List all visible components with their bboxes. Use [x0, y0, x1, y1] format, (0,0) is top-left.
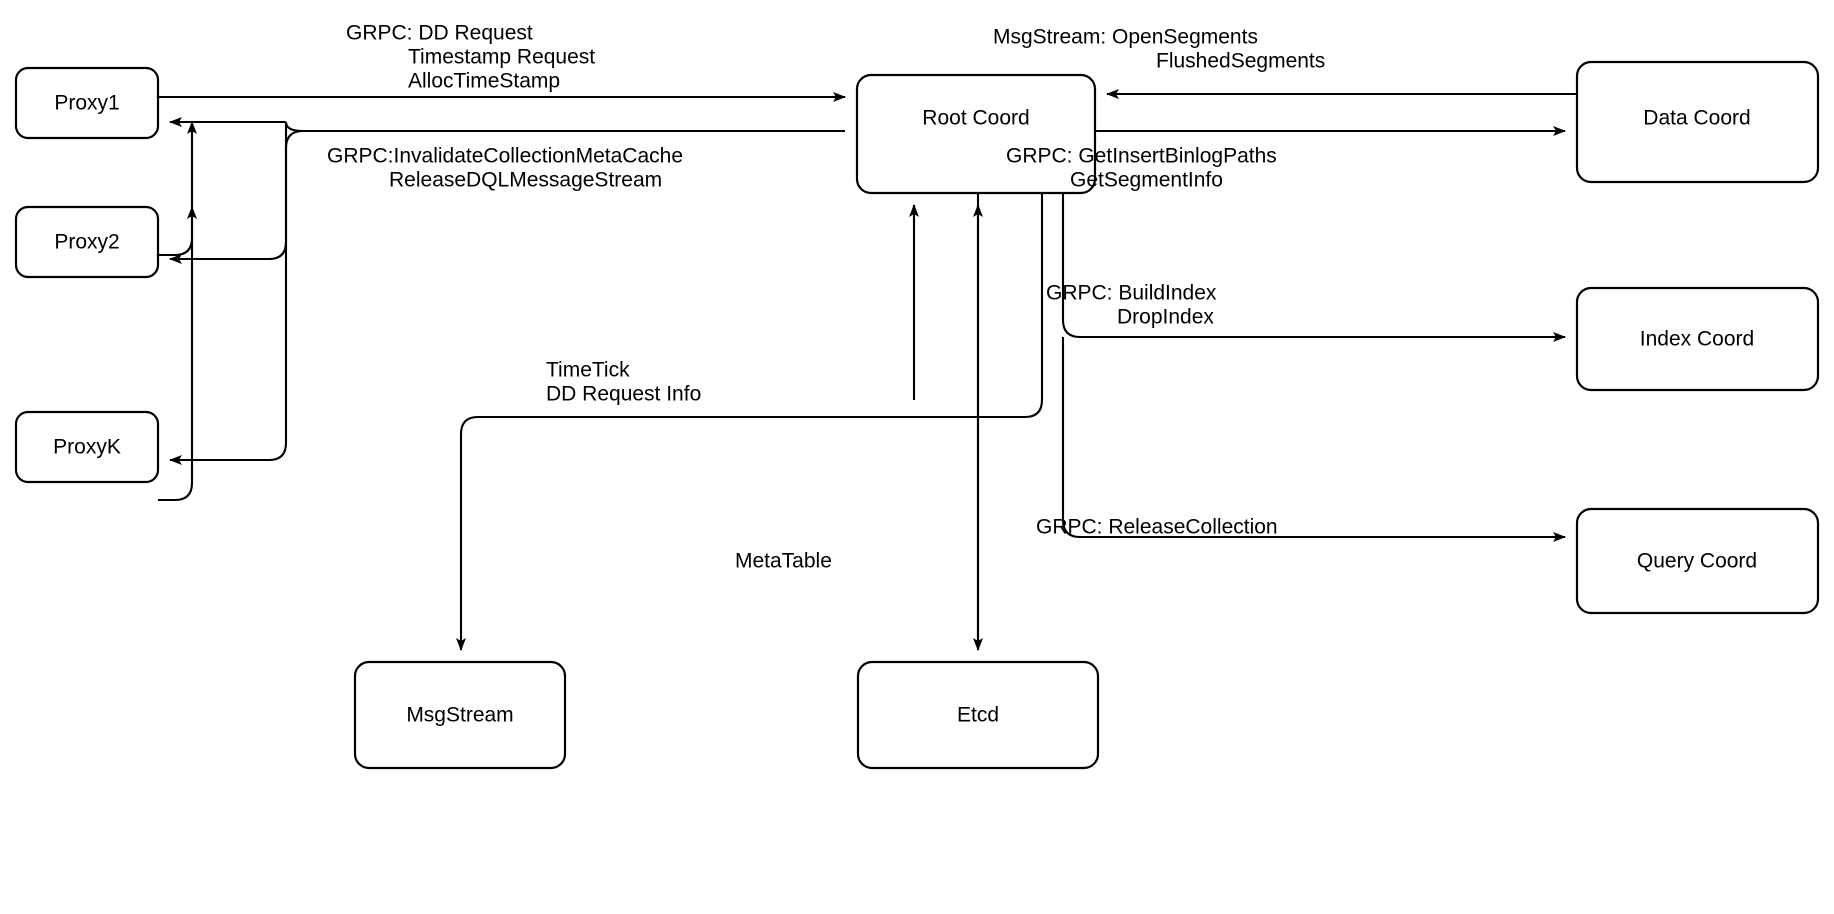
node-indexcoord-label: Index Coord: [1640, 328, 1754, 351]
edge-label-line: DD Request Info: [546, 383, 701, 406]
node-etcd-rect[interactable]: [856, 660, 1100, 770]
edge-label-line: FlushedSegments: [1156, 50, 1325, 73]
node-proxy2-label: Proxy2: [54, 231, 119, 254]
edge-label-root-etcd: MetaTable: [735, 550, 832, 573]
edge-rootcoord-left-trunk: [284, 129, 845, 259]
edge-rootcoord-to-proxy2: [169, 122, 288, 264]
edge-label-line: MsgStream: OpenSegments: [993, 26, 1258, 49]
node-rootcoord-rect[interactable]: [855, 73, 1097, 195]
node-proxy2[interactable]: Proxy2: [14, 205, 160, 279]
edges-layer: [158, 89, 1577, 651]
node-proxy1-rect[interactable]: [14, 66, 160, 140]
edge-rootcoord-to-msgstream: [456, 193, 1044, 651]
node-proxy1[interactable]: Proxy1: [14, 66, 160, 140]
edge-label-root-to-msgstream: TimeTick DD Request Info: [546, 359, 701, 406]
node-proxyk-rect[interactable]: [14, 410, 160, 484]
edge-label-line: MetaTable: [735, 550, 832, 573]
edge-label-line: GRPC: BuildIndex: [1046, 282, 1217, 305]
edge-proxy2-to-rootcoord: [158, 121, 197, 257]
edge-label-line: GRPC:InvalidateCollectionMetaCache: [327, 145, 683, 168]
node-msgstream-label: MsgStream: [406, 704, 513, 727]
node-querycoord-rect[interactable]: [1575, 507, 1820, 615]
node-proxyk-label: ProxyK: [53, 436, 121, 459]
edge-label-root-to-proxy: GRPC:InvalidateCollectionMetaCache Relea…: [327, 145, 683, 192]
edge-labels-layer: GRPC: DD Request Timestamp Request Alloc…: [327, 22, 1325, 573]
edge-label-line: GRPC: ReleaseCollection: [1036, 516, 1278, 539]
edge-label-line: GetSegmentInfo: [1070, 169, 1223, 192]
edge-label-root-to-indexcoord: GRPC: BuildIndex DropIndex: [1046, 282, 1217, 329]
edge-label-proxy-to-root: GRPC: DD Request Timestamp Request Alloc…: [346, 22, 595, 93]
node-datacoord[interactable]: Data Coord: [1575, 60, 1820, 184]
edge-label-root-to-querycoord: GRPC: ReleaseCollection: [1036, 516, 1278, 539]
node-msgstream-rect[interactable]: [353, 660, 567, 770]
edge-label-line: AllocTimeStamp: [408, 70, 560, 93]
node-proxyk[interactable]: ProxyK: [14, 410, 160, 484]
edge-proxyk-to-rootcoord: [158, 206, 197, 502]
node-etcd-label: Etcd: [957, 704, 999, 727]
edge-rootcoord-right-trunk: [1061, 193, 1566, 342]
edge-label-root-to-datacoord: GRPC: GetInsertBinlogPaths GetSegmentInf…: [1006, 145, 1277, 192]
node-msgstream[interactable]: MsgStream: [353, 660, 567, 770]
node-rootcoord[interactable]: Root Coord: [855, 73, 1097, 195]
edge-rootcoord-to-proxyk: [169, 259, 288, 465]
node-datacoord-rect[interactable]: [1575, 60, 1820, 184]
nodes-layer: Proxy1 Proxy2 ProxyK Root Coord Data Coo…: [14, 60, 1820, 770]
node-datacoord-label: Data Coord: [1643, 107, 1750, 130]
node-proxy1-label: Proxy1: [54, 92, 119, 115]
edge-label-datacoord-to-root: MsgStream: OpenSegments FlushedSegments: [993, 26, 1325, 73]
node-rootcoord-label: Root Coord: [922, 107, 1029, 130]
edge-label-line: Timestamp Request: [408, 46, 595, 69]
node-indexcoord-rect[interactable]: [1575, 286, 1820, 392]
node-querycoord[interactable]: Query Coord: [1575, 507, 1820, 615]
edge-label-line: GRPC: DD Request: [346, 22, 533, 45]
node-indexcoord[interactable]: Index Coord: [1575, 286, 1820, 392]
node-querycoord-label: Query Coord: [1637, 550, 1757, 573]
edge-label-line: GRPC: GetInsertBinlogPaths: [1006, 145, 1277, 168]
node-proxy2-rect[interactable]: [14, 205, 160, 279]
edge-rootcoord-to-querycoord: [1061, 337, 1566, 542]
edge-label-line: DropIndex: [1117, 306, 1214, 329]
edge-rootcoord-to-proxy1: [284, 120, 845, 133]
edge-label-line: TimeTick: [546, 359, 630, 382]
node-etcd[interactable]: Etcd: [856, 660, 1100, 770]
edge-label-line: ReleaseDQLMessageStream: [389, 169, 662, 192]
